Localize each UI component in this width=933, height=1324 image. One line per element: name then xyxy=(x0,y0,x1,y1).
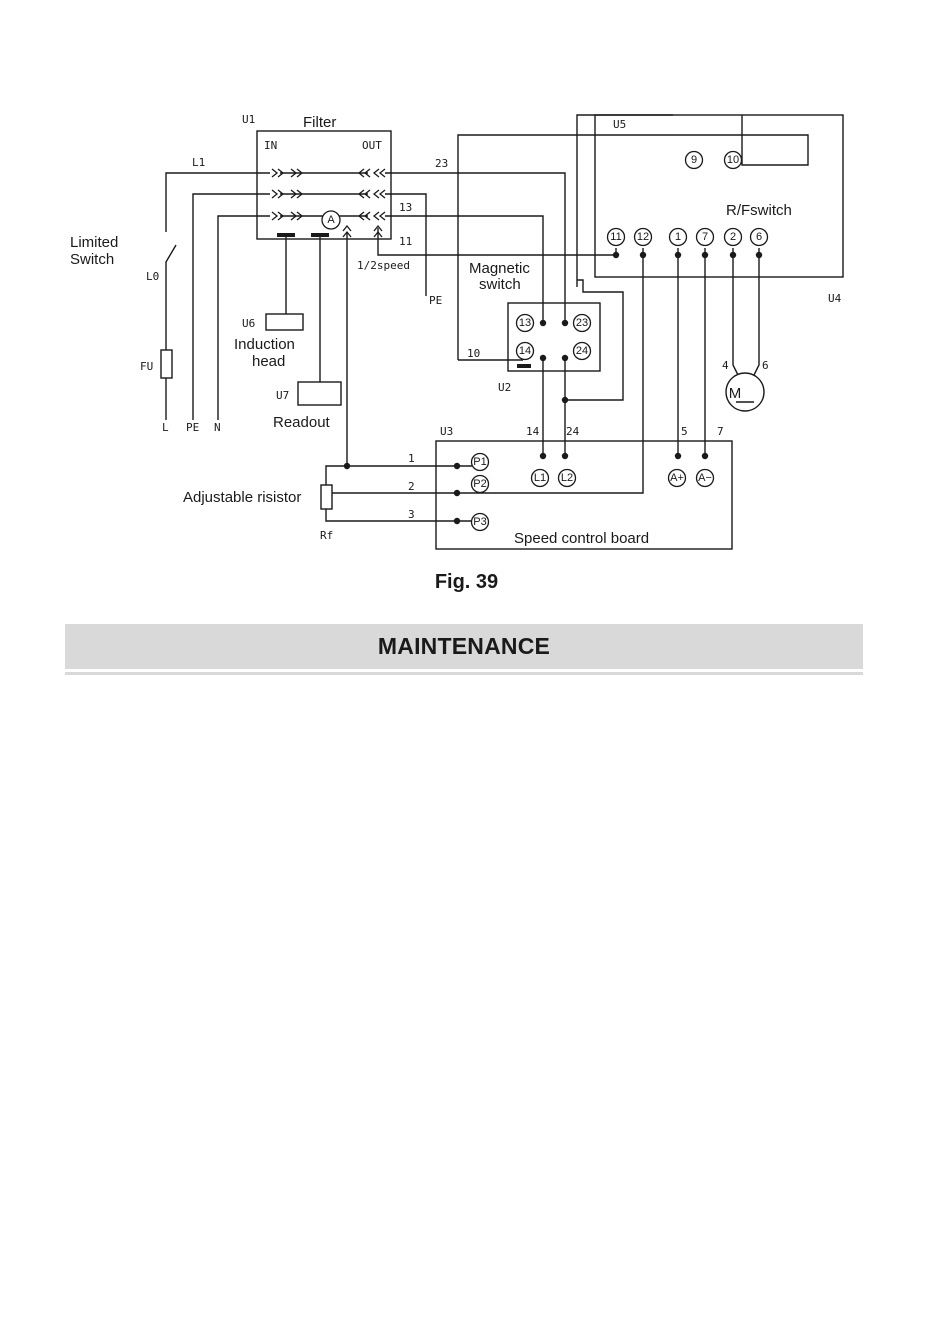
wire-label-13: 13 xyxy=(399,201,412,214)
resistor-label: Adjustable risistor xyxy=(183,489,301,506)
terminal-sc-p2: P2 xyxy=(473,478,486,490)
wire-label-23: 23 xyxy=(435,157,448,170)
readout-label: Readout xyxy=(273,414,331,431)
terminal-ms-13: 13 xyxy=(519,317,531,329)
wire-label-PE: PE xyxy=(186,421,199,434)
induction-head-id: U6 xyxy=(242,317,255,330)
wire-label-7: 7 xyxy=(717,425,724,438)
section-title: MAINTENANCE xyxy=(65,624,863,669)
terminal-rf-2: 2 xyxy=(730,231,736,243)
rf-switch-box xyxy=(595,115,843,277)
limited-switch-id: L0 xyxy=(146,270,159,283)
wire-label-1: 1 xyxy=(408,452,415,465)
magnetic-switch-box xyxy=(508,303,600,371)
rf-switch-label: R/Fswitch xyxy=(726,202,792,219)
wire-label-pe-out: PE xyxy=(429,294,442,307)
wire-label-3: 3 xyxy=(408,508,415,521)
wire-label-N: N xyxy=(214,421,221,434)
readout-box xyxy=(298,382,341,405)
induction-head-label-1: Induction xyxy=(234,336,295,353)
speed-board-id: U3 xyxy=(440,425,453,438)
fuse-id: FU xyxy=(140,360,153,373)
limited-switch-label-2: Switch xyxy=(70,251,114,268)
filter-out-label: OUT xyxy=(362,139,382,152)
limited-switch-label-1: Limited xyxy=(70,234,118,251)
rf-switch-id: U4 xyxy=(828,292,842,305)
terminal-sc-a-minus: A− xyxy=(698,472,712,484)
terminal-sc-p3: P3 xyxy=(473,516,486,528)
wire-label-4: 4 xyxy=(722,359,729,372)
motor-label: M xyxy=(729,385,742,402)
wire-23 xyxy=(385,173,565,323)
filter-label: Filter xyxy=(303,114,336,131)
wire-L1-top xyxy=(166,245,176,350)
speed-board-label: Speed control board xyxy=(514,530,649,547)
magnetic-switch-label-2: switch xyxy=(479,276,521,293)
wire-label-L: L xyxy=(162,421,169,434)
terminal-ms-14: 14 xyxy=(519,345,531,357)
terminal-rf-11: 11 xyxy=(610,231,621,243)
filter-id: U1 xyxy=(242,113,255,126)
wire-label-5: 5 xyxy=(681,425,688,438)
terminal-ms-24: 24 xyxy=(576,345,588,357)
section-divider xyxy=(65,672,863,675)
terminal-rf-7: 7 xyxy=(702,231,708,243)
wire-label-6: 6 xyxy=(762,359,769,372)
terminal-sc-p1: P1 xyxy=(473,456,486,468)
terminal-rf-10: 10 xyxy=(727,154,739,166)
magnetic-switch-label-1: Magnetic xyxy=(469,260,530,277)
adjustable-resistor-symbol xyxy=(321,485,332,509)
wire-label-2: 2 xyxy=(408,480,415,493)
wire-PE xyxy=(193,194,270,420)
wire-label-24: 24 xyxy=(566,425,580,438)
terminal-rf-1: 1 xyxy=(675,231,681,243)
wire-label-half-speed: 1/2speed xyxy=(357,259,410,272)
resistor-id: Rf xyxy=(320,529,333,542)
terminal-ms-23: 23 xyxy=(576,317,588,329)
wire-label-14: 14 xyxy=(526,425,540,438)
wire-label-11: 11 xyxy=(399,235,412,248)
wire-u5 xyxy=(577,115,673,287)
terminal-rf-12: 12 xyxy=(637,231,649,243)
terminal-sc-l1: L1 xyxy=(534,472,546,484)
fuse-symbol xyxy=(161,350,172,378)
terminal-sc-a-plus: A+ xyxy=(670,472,684,484)
filter-in-label: IN xyxy=(264,139,277,152)
wire-11 xyxy=(385,248,616,255)
figure-caption: Fig. 39 xyxy=(0,571,933,594)
readout-id: U7 xyxy=(276,389,289,402)
terminal-rf-9: 9 xyxy=(691,154,697,166)
wire-11-b xyxy=(378,228,385,255)
wire-label-10: 10 xyxy=(467,347,480,360)
u5-id: U5 xyxy=(613,118,626,131)
wiring-diagram: A 9 10 11 12 1 7 2 6 13 23 14 24 P1 P2 P… xyxy=(0,0,933,600)
terminal-sc-l2: L2 xyxy=(561,472,573,484)
induction-head-label-2: head xyxy=(252,353,285,370)
wire-label-L1: L1 xyxy=(192,156,205,169)
magnetic-switch-id: U2 xyxy=(498,381,511,394)
ammeter-label: A xyxy=(327,214,335,226)
induction-head-box xyxy=(266,314,303,330)
terminal-rf-6: 6 xyxy=(756,231,762,243)
